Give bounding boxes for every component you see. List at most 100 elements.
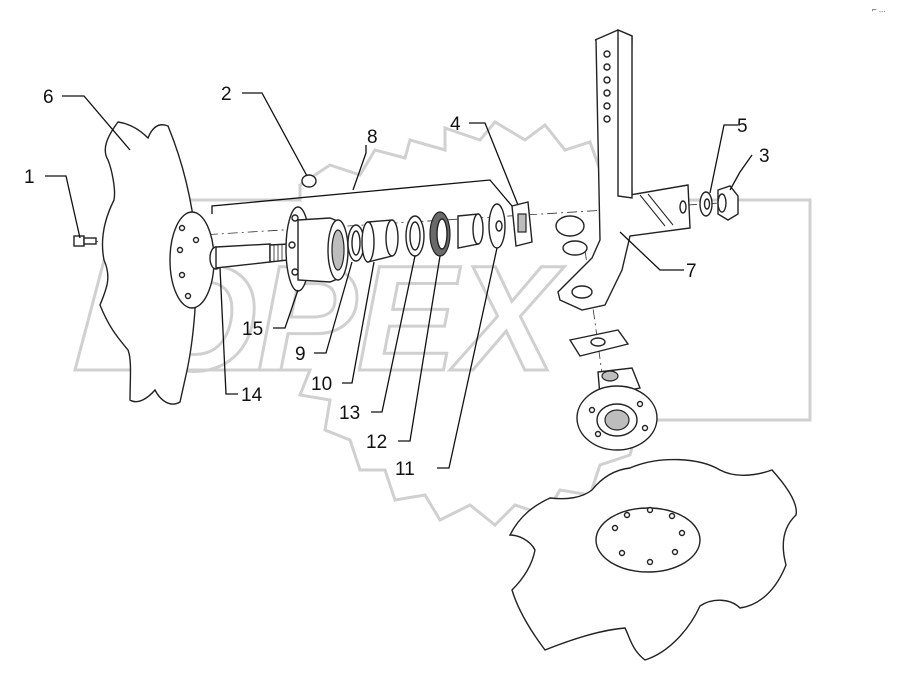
leader-2 [242,92,308,177]
callout-13: 13 [339,403,360,424]
callout-7: 7 [686,261,697,282]
callout-5: 5 [737,116,748,137]
leader-9 [314,261,353,354]
callout-4: 4 [450,114,461,135]
nut-3-face [717,193,727,213]
leader-11 [437,247,498,469]
leader-1 [45,175,81,239]
callout-2: 2 [221,84,232,105]
disc-bolt-hole [618,549,626,557]
bearing-face-back [385,219,399,257]
hex-nut [555,215,585,237]
bolt-hole [178,224,186,232]
adjust-hole [603,89,611,97]
left-disc-part-6 [99,121,215,405]
disc-bolt-hole [646,506,654,514]
washer-lower [562,240,588,256]
bearing-face [361,221,375,263]
bushing-part-11 [457,213,484,249]
callout-1: 1 [24,167,35,188]
disc-bolt-hole [646,558,654,566]
bolt-hole [184,292,192,300]
disc-bolt-hole [678,529,686,537]
right-hub-cap [601,370,619,382]
group-bracket-8 [211,179,513,214]
axle-shaft-part-14 [209,243,289,270]
disc-bolt-hole [668,512,676,520]
shank-part-7 [557,28,691,311]
leader-5 [709,124,738,194]
lower-clip [568,329,630,357]
leader-4 [469,122,519,206]
bushing-face [472,213,484,245]
callout-12: 12 [366,432,387,453]
callout-15: 15 [242,319,263,340]
shank-foot-hole [571,285,593,299]
corner-mark: ⌐ ... [872,5,886,14]
hub-housing-part-15 [285,206,349,292]
adjust-hole [603,115,611,123]
adjust-hole [603,50,611,58]
shaft-thread [269,243,289,263]
callout-6: 6 [43,87,54,108]
bolt-hole [192,236,200,244]
leader-15 [273,289,299,329]
bolt-hole [176,246,184,254]
adjust-hole [603,63,611,71]
clip-slot [517,213,527,233]
bolt-head [73,235,85,247]
left-disc-hub-boss [169,211,215,309]
hub-bolt-hole [291,214,299,222]
leader-12 [398,255,441,442]
leader-3 [729,154,753,191]
right-hub-assembly [576,367,658,451]
bolt-shank [83,237,97,245]
small-nut-part-2 [301,174,317,188]
hub-bolt-hole [594,430,602,438]
right-hub-bore [604,409,630,431]
seal-ring-inner [351,230,361,256]
callout-10: 10 [311,374,332,395]
right-disc [508,458,797,661]
washer-hole [495,220,503,232]
callout-11: 11 [395,459,415,480]
leader-7 [619,231,684,271]
washer-5-hole [703,198,711,210]
seal-12-inner [436,218,448,250]
hub-bolt-hole [291,268,299,276]
hub-bolt-hole [288,241,296,249]
leader-13 [371,255,416,413]
hub-bolt-hole [641,424,649,432]
nut-part-3 [717,185,739,221]
leader-lines [45,92,753,469]
leader-10 [342,261,375,384]
clip-part-4 [511,201,533,247]
shank-side [617,28,633,199]
leader-14 [219,267,238,395]
callout-9: 9 [295,344,306,365]
ring-13-inner [409,221,421,251]
left-disc-face [99,121,198,405]
leader-8 [352,145,367,191]
leader-6 [62,95,131,151]
hatch [639,194,666,227]
callout-3: 3 [759,146,770,167]
hub-bolt-hole [588,406,596,414]
hatch [647,193,674,226]
disc-bolt-hole [671,548,679,556]
disc-bolt-hole [623,511,631,519]
disc-bolt-hole [611,524,619,532]
callout-14: 14 [241,385,263,406]
callout-8: 8 [367,127,378,148]
adjust-hole [603,102,611,110]
bearing-part-10 [361,219,399,263]
callouts: 1 2 3 4 5 6 7 8 9 10 11 12 13 14 15 [24,84,770,480]
bolt-part-1 [73,235,97,247]
hub-bolt-hole [636,400,644,408]
watermark-gear-outline [73,120,812,528]
lower-clip-hole [590,337,606,347]
hub-bore [331,229,345,271]
arm-hole [679,200,687,214]
bolt-hole [178,271,186,279]
